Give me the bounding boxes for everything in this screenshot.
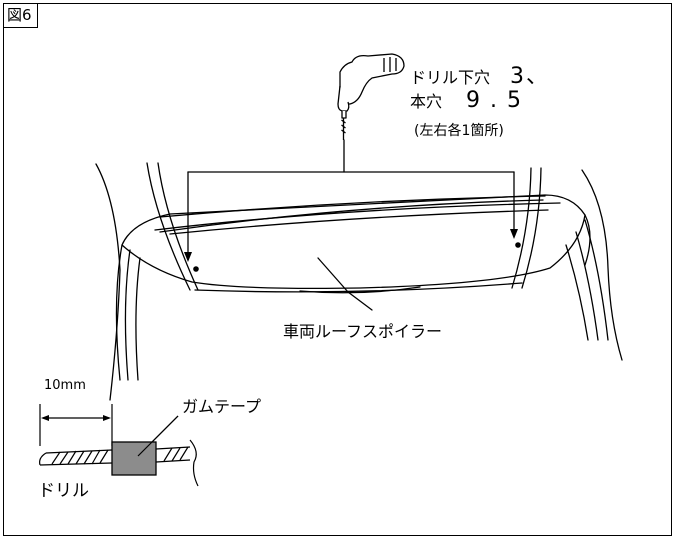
dim-arrow-left [41, 415, 49, 421]
pillar-right-inner [511, 167, 532, 289]
gum-tape-block [111, 441, 157, 476]
pillar-right-outer [521, 167, 542, 289]
drill-bit-right-top [155, 446, 191, 450]
drill-chuck-curve [189, 439, 199, 487]
drill-bit-tip [39, 452, 47, 466]
figure-frame: 図6 [3, 3, 672, 536]
arrow-right [510, 229, 518, 239]
dimension-label: 10mm [44, 378, 86, 393]
main-hole-size: 9.5 [466, 88, 532, 113]
arrow-left [184, 252, 192, 262]
spoiler-mid-edge [169, 209, 549, 235]
drill-bit-icon [341, 118, 346, 140]
rear-frame-left [115, 244, 141, 381]
gum-tape-label: ガムテープ [182, 397, 262, 416]
power-drill-icon [337, 53, 405, 119]
leader-spoiler [317, 257, 373, 311]
pillar-left-outer [146, 162, 191, 291]
spoiler-under [299, 286, 421, 294]
spoiler-label: 車両ルーフスポイラー [283, 322, 443, 341]
spoiler-bottom-lip [194, 282, 523, 293]
rear-frame-right [565, 219, 609, 341]
body-right-outline [581, 169, 623, 361]
drill-pilot-text: ドリル下穴 [410, 68, 491, 87]
drill-pilot-label: ドリル下穴 3、 [410, 58, 550, 90]
body-left-outline [95, 163, 121, 401]
drill-label: ドリル [38, 481, 89, 501]
flute-lines [51, 446, 189, 465]
spoiler-top-highlight [154, 202, 561, 231]
drill-bit-top [45, 449, 113, 454]
figure-label: 図6 [4, 4, 38, 28]
pillar-left-inner [157, 162, 199, 291]
hole-note: (左右各1箇所) [414, 123, 504, 139]
hole-left [193, 266, 199, 272]
drill-pilot-size: 3、 [510, 64, 551, 89]
hole-right [515, 242, 521, 248]
dim-arrow-right [103, 415, 111, 421]
window-top-line [159, 199, 544, 233]
spoiler-outline [121, 194, 586, 290]
drill-bit-right-bottom [155, 459, 191, 463]
spoiler-upper-edge [159, 195, 546, 218]
main-hole-text: 本穴 [410, 92, 443, 111]
main-hole-label: 本穴 9.5 [410, 88, 531, 113]
